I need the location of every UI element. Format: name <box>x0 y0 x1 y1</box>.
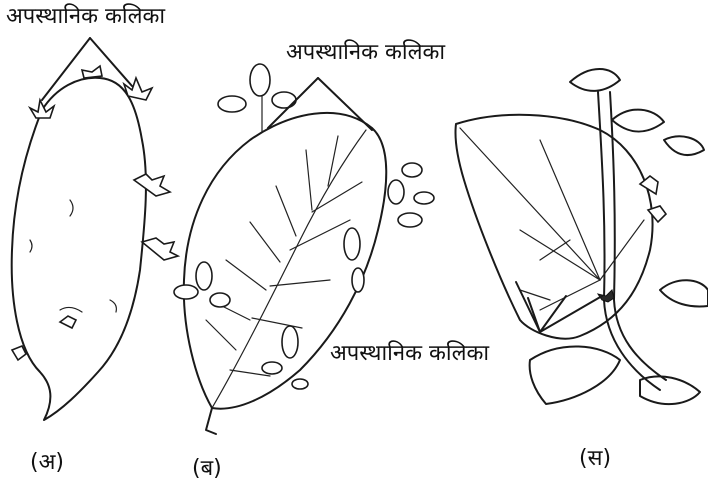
label-adventitious-bud-b: अपस्थानिक कलिका <box>286 42 445 64</box>
caption-c: (स) <box>579 448 611 470</box>
caption-a: (अ) <box>30 452 64 474</box>
begonia-leaf <box>455 69 708 404</box>
label-adventitious-bud-c: अपस्थानिक कलिका <box>330 343 489 365</box>
label-adventitious-bud-a: अपस्थानिक कलिका <box>6 6 165 28</box>
sweet-potato-tuber <box>12 78 146 420</box>
caption-b: (ब) <box>192 458 222 480</box>
